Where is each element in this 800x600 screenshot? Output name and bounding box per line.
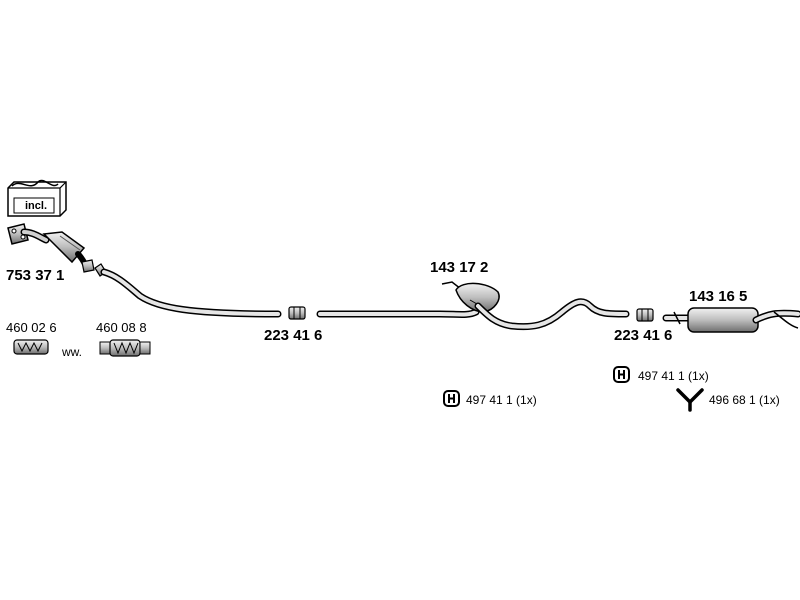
kit-label: incl. <box>25 200 48 212</box>
catalytic-converter[interactable] <box>7 223 95 273</box>
part-number-rear-silencer[interactable]: 143 16 5 <box>689 288 748 305</box>
hanger-icon <box>676 388 704 412</box>
gasket-joiner-text: ww. <box>62 345 83 359</box>
middle-silencer[interactable] <box>441 281 630 331</box>
hanger-rear-text[interactable]: 496 68 1 (1x) <box>709 393 780 407</box>
gasket-b[interactable] <box>99 339 151 357</box>
part-number-middle-silencer[interactable]: 143 17 2 <box>430 259 489 276</box>
kit-box-icon <box>7 179 67 217</box>
part-number-clamp-rear[interactable]: 223 41 6 <box>614 327 673 344</box>
clamp-front[interactable] <box>288 306 306 320</box>
part-number-clamp-front[interactable]: 223 41 6 <box>264 327 323 344</box>
mount-rear-text[interactable]: 497 41 1 (1x) <box>638 369 709 383</box>
rear-silencer[interactable] <box>662 307 800 333</box>
rubber-mount-icon <box>443 390 460 407</box>
gasket-a[interactable] <box>13 339 49 355</box>
front-pipe[interactable] <box>94 263 282 318</box>
part-number-gasket-a[interactable]: 460 02 6 <box>6 320 57 335</box>
mount-middle-text[interactable]: 497 41 1 (1x) <box>466 393 537 407</box>
clamp-rear[interactable] <box>636 308 654 322</box>
part-number-catalytic-converter[interactable]: 753 37 1 <box>6 267 65 284</box>
part-number-gasket-b[interactable]: 460 08 8 <box>96 320 147 335</box>
rubber-mount-icon <box>613 366 630 383</box>
middle-pipe[interactable] <box>316 308 480 318</box>
